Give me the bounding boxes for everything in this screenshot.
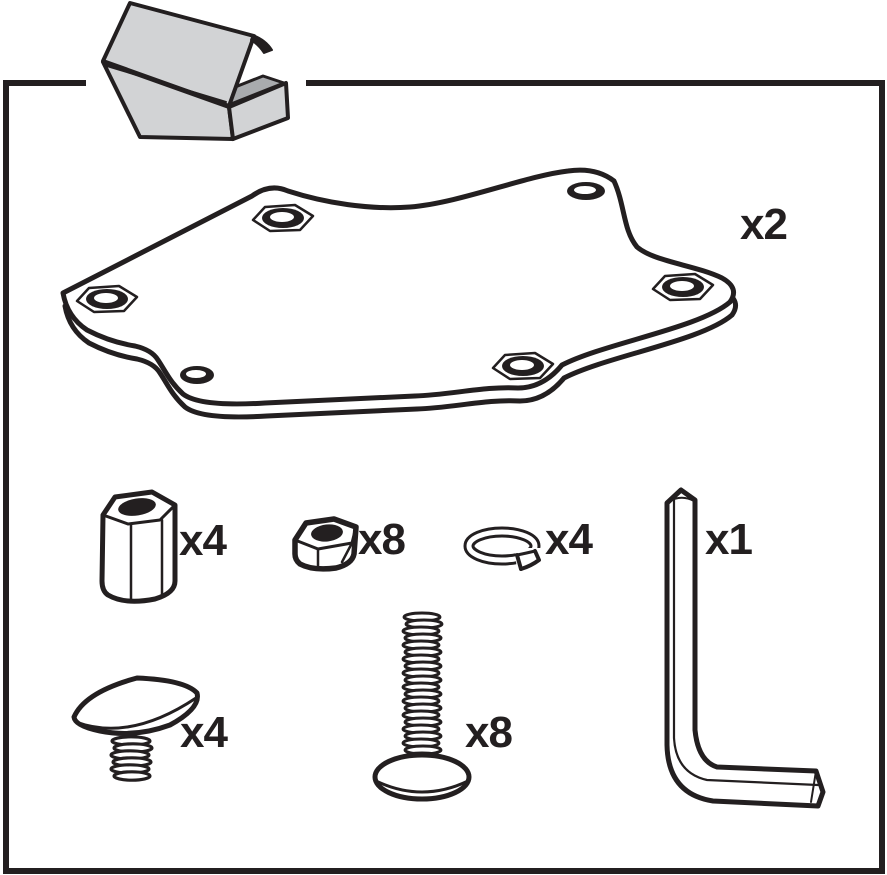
qty-label-carriage-bolt: x8 bbox=[465, 708, 513, 757]
allen-key-body bbox=[664, 487, 826, 809]
lock-washer-icon bbox=[463, 526, 545, 573]
qty-label-t-bolt: x4 bbox=[180, 708, 228, 757]
hex-spacer-icon bbox=[99, 489, 178, 604]
t-bolt-icon bbox=[71, 675, 200, 782]
qty-label-spacer: x4 bbox=[179, 516, 227, 565]
carriage-bolt-thread bbox=[401, 611, 444, 763]
carriage-bolt-icon bbox=[372, 611, 472, 802]
box-icon bbox=[101, 1, 290, 141]
assembly-plate-icon bbox=[60, 167, 739, 420]
qty-label-allen-key: x1 bbox=[705, 515, 753, 564]
hex-nut-icon bbox=[292, 516, 359, 572]
plate-hole bbox=[180, 366, 214, 384]
plate-hex-hole bbox=[251, 203, 315, 233]
kit-frame bbox=[3, 80, 885, 874]
box-lid-flap bbox=[250, 34, 273, 54]
box-lid bbox=[101, 1, 256, 108]
qty-label-washer: x4 bbox=[545, 515, 593, 564]
allen-key-icon bbox=[664, 487, 826, 809]
plate-hex-hole bbox=[651, 272, 715, 302]
t-bolt-thread bbox=[109, 735, 154, 782]
t-bolt-head bbox=[71, 675, 200, 736]
plate-hole bbox=[567, 182, 605, 200]
qty-label-plate: x2 bbox=[740, 200, 788, 249]
plate-top-face bbox=[60, 167, 737, 407]
qty-label-nut: x8 bbox=[358, 515, 406, 564]
plate-hex-hole bbox=[75, 284, 139, 314]
spacer-hole bbox=[118, 498, 156, 516]
plate-hex-hole bbox=[491, 351, 555, 381]
nut-hole bbox=[311, 524, 343, 542]
